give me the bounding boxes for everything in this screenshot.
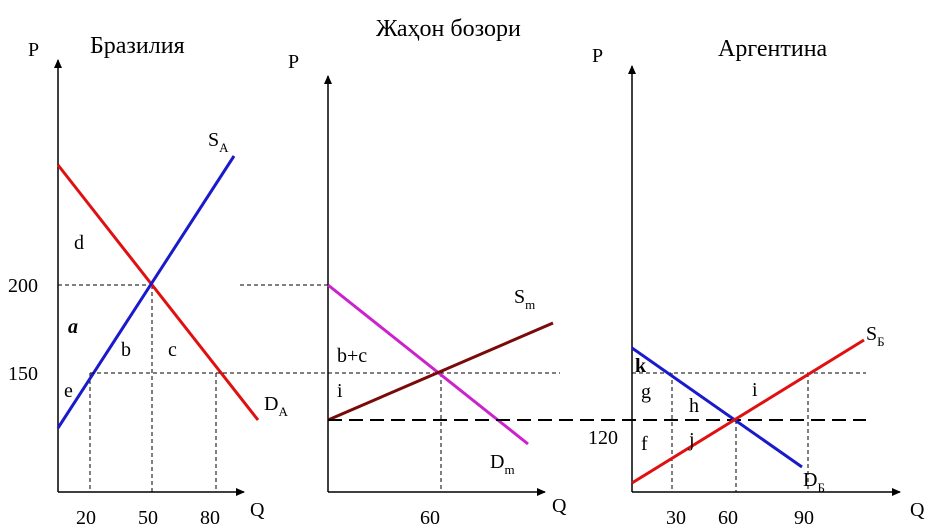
argentina-title: Аргентина — [718, 36, 828, 62]
argentina-p-axis-label: P — [592, 45, 603, 67]
brazil-demand-label: DA — [264, 393, 288, 419]
brazil-price-tick-200: 200 — [8, 275, 38, 297]
argentina-qty-tick-30: 30 — [666, 507, 686, 526]
world-panel: P Q Жаҳон бозори 60 Sm Dm b+c i — [90, 16, 866, 529]
argentina-area-k: k — [635, 355, 647, 377]
argentina-qty-tick-90: 90 — [794, 507, 814, 526]
brazil-area-d: d — [74, 232, 84, 254]
world-demand-curve — [327, 283, 529, 446]
brazil-area-a: a — [68, 316, 78, 338]
brazil-supply-curve — [56, 155, 236, 429]
brazil-supply-label: SA — [208, 129, 229, 155]
brazil-area-e: e — [64, 380, 73, 402]
argentina-qty-tick-60: 60 — [718, 507, 738, 526]
argentina-area-i: i — [752, 379, 758, 401]
argentina-area-h: h — [689, 395, 699, 417]
brazil-price-tick-150: 150 — [8, 363, 38, 385]
brazil-panel: P Q Бразилия 200 150 20 50 80 SA DA d a … — [8, 33, 288, 529]
argentina-supply-label: SБ — [866, 323, 885, 349]
argentina-supply-curve — [631, 338, 865, 485]
world-q-axis-label: Q — [552, 495, 567, 517]
brazil-p-axis-label: P — [28, 39, 39, 61]
brazil-title: Бразилия — [90, 33, 185, 59]
world-demand-label: Dm — [490, 451, 515, 477]
argentina-price-tick-120: 120 — [588, 427, 618, 449]
world-area-i: i — [337, 380, 343, 402]
world-p-axis-label: P — [288, 51, 299, 73]
world-supply-label: Sm — [514, 286, 535, 312]
argentina-demand-curve — [631, 346, 803, 469]
argentina-area-f: f — [641, 433, 648, 455]
world-area-bc: b+c — [337, 345, 367, 367]
brazil-demand-curve — [56, 164, 260, 421]
argentina-area-g: g — [641, 381, 651, 403]
brazil-area-c: c — [168, 339, 177, 361]
world-qty-tick-60: 60 — [420, 507, 440, 526]
brazil-area-b: b — [121, 339, 131, 361]
brazil-qty-tick-80: 80 — [200, 507, 220, 526]
world-supply-curve — [327, 321, 554, 422]
brazil-qty-tick-50: 50 — [138, 507, 158, 526]
brazil-q-axis-label: Q — [250, 499, 265, 521]
argentina-demand-label: DБ — [803, 469, 825, 495]
argentina-area-j: j — [688, 429, 695, 451]
world-title: Жаҳон бозори — [376, 16, 521, 42]
argentina-q-axis-label: Q — [910, 499, 925, 521]
brazil-qty-tick-20: 20 — [76, 507, 96, 526]
argentina-panel: P Q Аргентина 120 30 60 90 SБ DБ k g h i… — [588, 36, 925, 529]
